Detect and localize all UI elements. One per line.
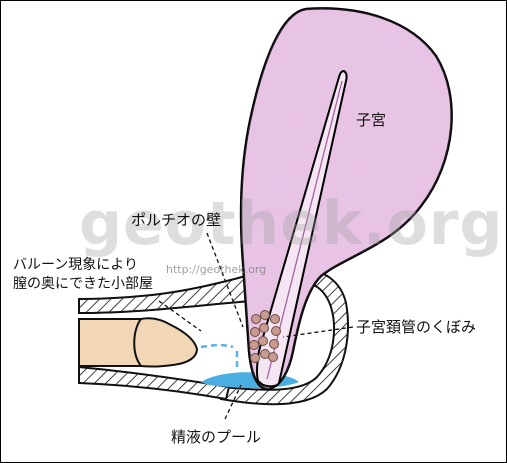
label-balloon-line1: バルーン現象により (13, 257, 139, 273)
watermark-large: geothek.org (79, 189, 504, 259)
semen-dashes (200, 343, 239, 369)
leader-portio (206, 232, 244, 328)
label-semen-pool: 精液のプール (171, 428, 262, 446)
cervical-crypts (249, 310, 281, 363)
penis-glans-rim (133, 318, 142, 367)
label-cervical-hollow: 子宮頚管のくぼみ (356, 318, 477, 336)
leader-crypt (282, 326, 354, 338)
watermark-url: http://geothek.org (166, 263, 267, 276)
leader-lines (158, 232, 354, 420)
label-balloon-line2: 膣の奥にできた小部屋 (13, 276, 153, 292)
leader-balloon (158, 300, 202, 332)
label-uterus: 子宮 (356, 111, 387, 129)
penis-glans (78, 317, 199, 368)
leader-pool (224, 384, 242, 420)
label-portio-wall: ポルチオの壁 (131, 211, 222, 229)
